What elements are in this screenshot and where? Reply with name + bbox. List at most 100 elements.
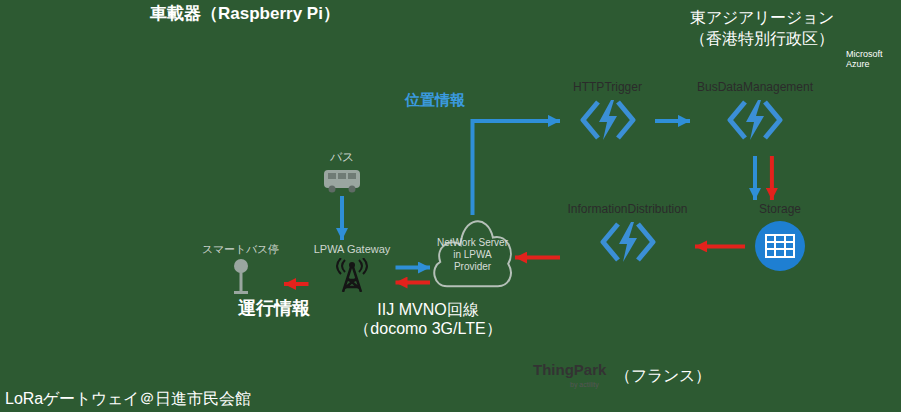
gateway-photo: [40, 345, 76, 373]
storage-icon: [774, 235, 776, 257]
flow-note: 運行情報: [238, 298, 310, 320]
photo-caption: 車載器（Raspberry Pi）: [150, 4, 340, 24]
stop-icon: [234, 259, 248, 273]
node-label: BusDataManagement: [690, 78, 820, 96]
flow-arrow: [515, 256, 560, 260]
func-icon: [599, 100, 617, 140]
gateway-photo: [5, 340, 120, 386]
stop-icon: [229, 258, 253, 294]
device-photo: [176, 92, 192, 98]
gateway-photo: [42, 221, 92, 223]
storage-node: Storage: [745, 200, 815, 280]
storage-icon: [766, 241, 794, 243]
logo-text: Microsoft Azure: [846, 50, 888, 70]
storage-icon: [754, 220, 806, 272]
node-label: InformationDistribution: [560, 200, 695, 218]
gateway-photo: [69, 190, 71, 202]
stop-icon: [239, 270, 242, 292]
func-icon: [730, 102, 745, 138]
network-note: IIJ MVNO回線 （docomo 3G/LTE）: [352, 300, 504, 338]
logo-text: by actility: [570, 381, 599, 389]
func-icon: [638, 224, 653, 260]
thingpark-logo: [498, 356, 610, 396]
func-icon: [600, 220, 656, 264]
flow-arrow: [753, 156, 757, 200]
gateway-photo: [56, 178, 60, 345]
logo-text: ThingPark: [533, 361, 606, 379]
storage-icon: [784, 235, 786, 257]
flow-arrow: [655, 119, 690, 123]
location-note: （フランス）: [615, 366, 711, 385]
device-photo: [150, 28, 285, 68]
stop-icon: [234, 291, 248, 294]
node-label: LPWA Gateway: [309, 240, 396, 256]
bus-icon: [328, 173, 336, 179]
node-label: NetWork Server in LPWA Provider: [430, 215, 515, 273]
location-note: （フランス）: [615, 366, 711, 385]
edge-bar: [889, 0, 901, 412]
device-photo: [150, 104, 285, 142]
azure-cloud-logo: [830, 58, 835, 63]
gateway-photo: [5, 172, 120, 386]
tower-icon: [343, 264, 361, 292]
network-server-cloud: NetWork Server in LPWA Provider: [430, 215, 515, 290]
photo-caption: 車載器（Raspberry Pi）: [150, 4, 340, 24]
edge-label: 位置情報: [405, 91, 465, 109]
tower-icon: [349, 262, 355, 268]
device-photo: [150, 28, 285, 142]
flow-arrow: [473, 121, 561, 215]
device-photo: [268, 32, 270, 100]
bus-icon: [349, 185, 356, 192]
device-photo: [200, 90, 220, 98]
func-icon: [765, 102, 780, 138]
bus-icon: [338, 173, 346, 179]
function-node: InformationDistribution: [560, 200, 695, 280]
flow-arrow: [396, 281, 431, 285]
storage-icon: [766, 248, 794, 250]
bus-icon: [322, 168, 362, 194]
flow-note: 運行情報: [238, 298, 310, 320]
azure-cloud-logo: [836, 52, 841, 57]
func-icon: [746, 100, 764, 140]
node-label: スマートバス停: [197, 240, 284, 256]
photo-caption: LoRaゲートウェイ＠日進市民会館: [5, 389, 251, 408]
leader-line: [265, 143, 314, 175]
func-icon: [583, 102, 598, 138]
gateway-photo: [87, 190, 89, 202]
func-icon: [603, 224, 618, 260]
tower-icon: [332, 258, 372, 292]
device-photo: [150, 28, 285, 142]
gateway-photo: [38, 195, 100, 197]
azure-cloud-logo: [830, 52, 835, 57]
device-photo: [168, 62, 260, 112]
logo-text: by actility: [570, 381, 599, 389]
region-heading: 東アジアリージョン （香港特別行政区）: [690, 6, 852, 50]
device-photo: [160, 120, 230, 124]
storage-icon: [766, 235, 794, 257]
connector-group: [284, 121, 772, 284]
gateway-photo: [79, 216, 81, 228]
network-note: IIJ MVNO回線 （docomo 3G/LTE）: [352, 300, 504, 338]
photo-caption: LoRaゲートウェイ＠日進市民会館: [5, 389, 251, 408]
logo-text: ThingPark: [533, 361, 606, 379]
gateway-photo: [51, 216, 53, 228]
node-label: HTTPTrigger: [560, 78, 655, 96]
flow-arrow: [340, 196, 344, 240]
thingpark-logo: [498, 356, 610, 396]
tower-icon: [337, 258, 367, 274]
func-icon: [618, 102, 633, 138]
gateway-photo: [15, 360, 37, 378]
logo-text: Microsoft Azure: [846, 50, 888, 70]
azure-region-panel: HTTPTrigger BusDataManagementStorage Infor…: [545, 68, 870, 290]
func-icon: [619, 222, 637, 262]
region-heading: 東アジアリージョン （香港特別行政区）: [690, 6, 852, 50]
leader-line: [115, 143, 540, 378]
device-photo: [276, 36, 278, 95]
gateway-photo: [50, 276, 66, 294]
bus-icon: [348, 173, 356, 179]
flow-arrow: [695, 244, 745, 248]
flow-arrow: [770, 156, 774, 200]
thingpark-logo: [506, 372, 526, 392]
panel-fill: [545, 68, 870, 290]
